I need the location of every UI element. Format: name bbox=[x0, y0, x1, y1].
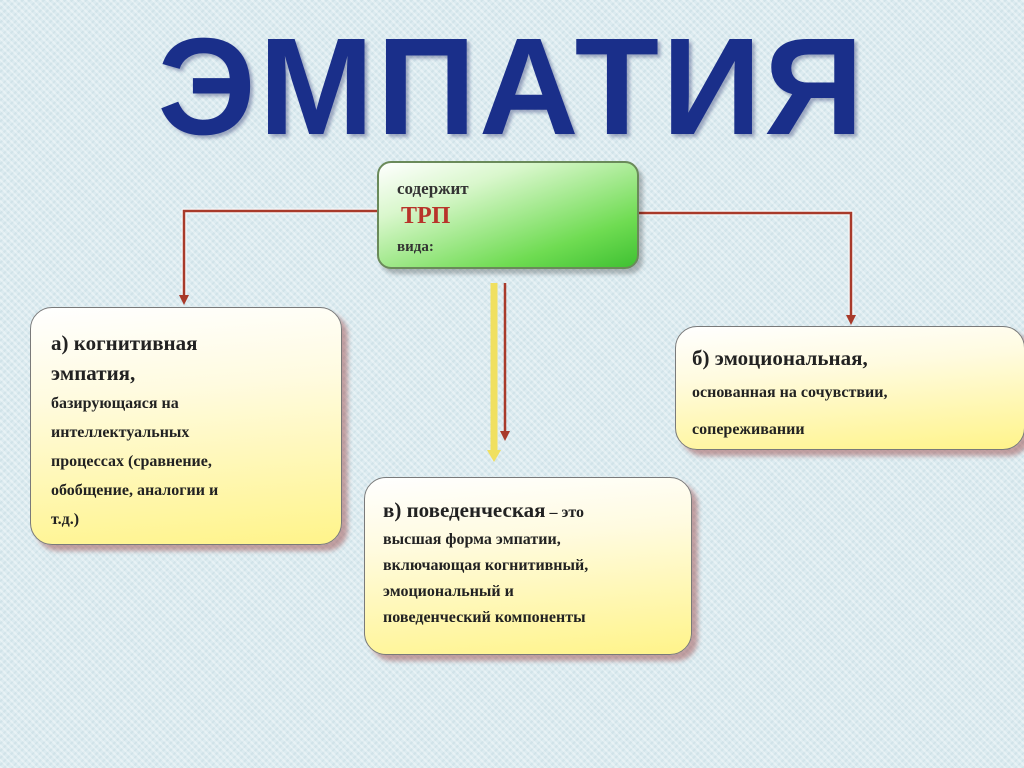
cognitive-empathy-box: а) когнитивная эмпатия, базирующаяся на … bbox=[30, 307, 342, 545]
arrow-to-emotional bbox=[639, 210, 854, 320]
cognitive-text-5: т.д.) bbox=[51, 511, 80, 528]
center-line3: вида: bbox=[397, 239, 434, 255]
behavioral-heading-line: в) поведенческая – это bbox=[383, 496, 681, 527]
emotional-empathy-box: б) эмоциональная, основанная на сочувств… bbox=[675, 326, 1024, 450]
behavioral-heading-tail: – это bbox=[545, 504, 585, 521]
diagram-title: ЭМПАТИЯ bbox=[157, 10, 867, 164]
emotional-text-2: сопереживании bbox=[692, 421, 805, 438]
behavioral-text-3: эмоциональный и bbox=[383, 583, 514, 600]
emotional-heading: б) эмоциональная, bbox=[692, 346, 868, 370]
cognitive-text-4: обобщение, аналогии и bbox=[51, 482, 219, 499]
center-trp: ТРП bbox=[401, 203, 451, 229]
behavioral-heading: в) поведенческая bbox=[383, 498, 546, 522]
behavioral-text-2: включающая когнитивный, bbox=[383, 557, 589, 574]
center-line1: содержит bbox=[397, 179, 469, 198]
center-box: содержит ТРП вида: bbox=[377, 161, 639, 269]
cognitive-text-2: интеллектуальных bbox=[51, 424, 190, 441]
behavioral-text-4: поведенческий компоненты bbox=[383, 609, 586, 626]
behavioral-empathy-box: в) поведенческая – это высшая форма эмпа… bbox=[364, 477, 692, 655]
emotional-text-1: основанная на сочувствии, bbox=[692, 384, 888, 401]
cognitive-heading-2: эмпатия, bbox=[51, 361, 136, 385]
behavioral-text-1: высшая форма эмпатии, bbox=[383, 531, 561, 548]
cognitive-text-1: базирующаяся на bbox=[51, 395, 179, 412]
cognitive-heading-1: а) когнитивная bbox=[51, 331, 198, 355]
arrow-to-cognitive bbox=[181, 208, 377, 300]
cognitive-text-3: процессах (сравнение, bbox=[51, 453, 212, 470]
